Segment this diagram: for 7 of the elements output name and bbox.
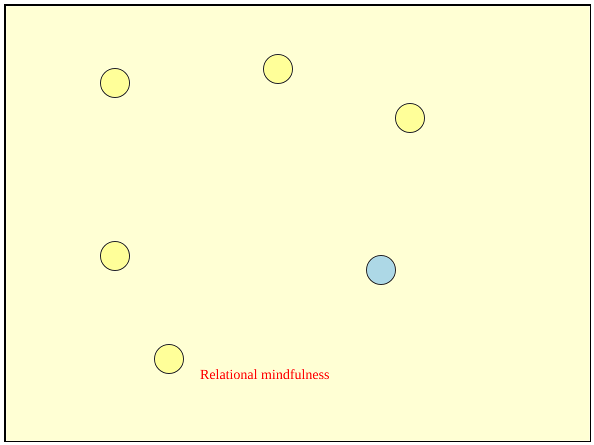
circle	[263, 54, 293, 84]
note-text: Relational mindfulness	[200, 368, 330, 384]
circle	[366, 255, 396, 285]
circle	[154, 344, 184, 374]
circle	[100, 241, 130, 271]
circle	[100, 68, 130, 98]
circle	[395, 103, 425, 133]
